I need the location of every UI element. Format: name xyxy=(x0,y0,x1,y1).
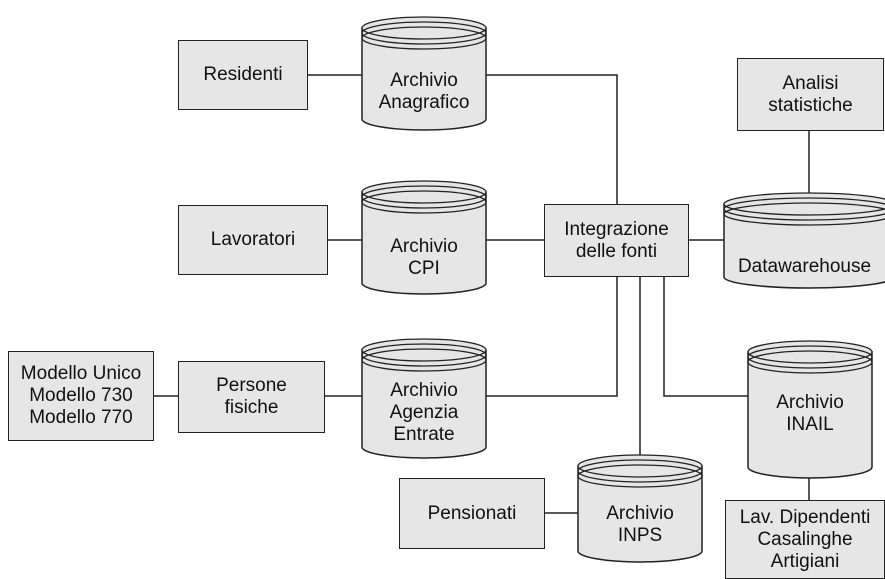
edge-anagrafico-integrazione xyxy=(486,74,618,204)
db-archivio-cpi: Archivio CPI xyxy=(390,236,458,279)
node-integrazione: Integrazione delle fonti xyxy=(544,204,689,277)
node-persone-fisiche: Persone fisiche xyxy=(178,361,325,433)
db-shape-inps xyxy=(577,454,703,563)
edge-integrazione-inail xyxy=(663,277,748,397)
db-shape-anagrafico xyxy=(361,16,487,131)
db-shape-datawarehouse xyxy=(723,192,885,289)
node-lavoratori-inail: Lav. Dipendenti Casalinghe Artigiani xyxy=(725,500,885,579)
db-datawarehouse: Datawarehouse xyxy=(737,256,872,277)
db-archivio-anagrafico: Archivio Anagrafico xyxy=(378,70,470,113)
node-pensionati: Pensionati xyxy=(399,478,545,549)
edge-agenzia-integrazione xyxy=(486,277,618,397)
node-lavoratori: Lavoratori xyxy=(178,205,328,275)
db-archivio-inail: Archivio INAIL xyxy=(776,392,844,435)
db-shape-cpi xyxy=(361,180,487,295)
node-modelli: Modello Unico Modello 730 Modello 770 xyxy=(8,351,154,441)
db-shape-agenzia xyxy=(361,338,487,459)
db-shape-inail xyxy=(747,340,873,479)
node-analisi-statistiche: Analisi statistiche xyxy=(737,58,884,131)
db-archivio-inps: Archivio INPS xyxy=(606,503,674,546)
db-archivio-agenzia-entrate: Archivio Agenzia Entrate xyxy=(389,380,459,445)
node-residenti: Residenti xyxy=(178,40,308,110)
